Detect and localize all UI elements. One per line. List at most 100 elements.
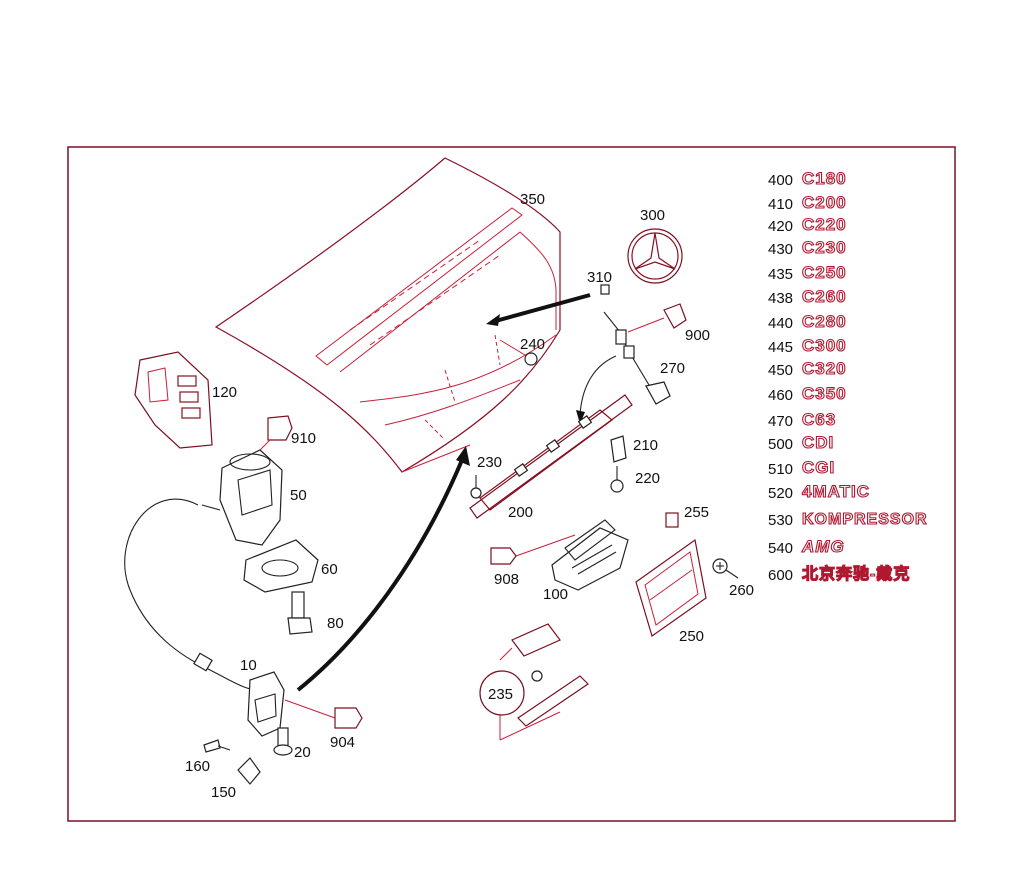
callout-160: 160 [185, 758, 210, 775]
grommet-240 [499, 339, 538, 366]
callout-200: 200 [508, 504, 533, 521]
callout-240: 240 [520, 336, 545, 353]
callout-900: 900 [685, 327, 710, 344]
badge-part-number: 438 [768, 290, 793, 307]
badge-part-number: 445 [768, 339, 793, 356]
badge-text: CGI [802, 458, 835, 477]
badge-text: C63 [802, 410, 836, 429]
badge-part-number: 510 [768, 461, 793, 478]
callout-120: 120 [212, 384, 237, 401]
connector-908 [490, 534, 576, 565]
badge-part-number: 420 [768, 218, 793, 235]
badge-row: 450 C320 [768, 358, 847, 379]
badge-part-number: 410 [768, 196, 793, 213]
badge-part-number: 540 [768, 540, 793, 557]
badge-text: C300 [802, 336, 847, 355]
callout-904: 904 [330, 734, 355, 751]
badge-row: 440 C280 [768, 311, 847, 332]
badge-text: C250 [802, 263, 847, 282]
callout-250: 250 [679, 628, 704, 645]
release-cable [124, 498, 259, 691]
kit-235 [479, 623, 589, 741]
switch-100 [551, 519, 629, 591]
badge-part-number: 520 [768, 485, 793, 502]
handle-bar-200 [469, 394, 633, 519]
badge-row: 470 C63 [768, 409, 836, 430]
badge-text: CDI [802, 433, 834, 452]
callout-908: 908 [494, 571, 519, 588]
handle-cover-60 [243, 539, 319, 593]
harness-270 [576, 303, 687, 424]
callout-10: 10 [240, 657, 257, 674]
badge-row: 420 C220 [768, 214, 847, 235]
screw-220 [610, 466, 624, 493]
badge-text: C320 [802, 359, 847, 378]
badge-text: C260 [802, 287, 847, 306]
callout-230: 230 [477, 454, 502, 471]
badge-part-number: 435 [768, 266, 793, 283]
badge-row: 500 CDI [768, 432, 834, 453]
star-emblem [627, 228, 683, 284]
connector-910 [259, 415, 293, 451]
badge-text: KOMPRESSOR [802, 511, 928, 528]
badge-part-number: 400 [768, 172, 793, 189]
cylinder-80 [287, 591, 313, 635]
badge-row: 540 AMG [768, 536, 845, 557]
badge-row: 400 C180 [768, 168, 847, 189]
screw-160 [203, 739, 231, 753]
badge-row: 435 C250 [768, 262, 847, 283]
badge-part-number: 470 [768, 413, 793, 430]
cover-120 [134, 351, 213, 449]
badge-part-number: 500 [768, 436, 793, 453]
diagram-frame [67, 146, 956, 822]
plate-150 [237, 757, 261, 785]
badge-text: C200 [802, 193, 847, 212]
lock-50 [201, 449, 283, 546]
callout-100: 100 [543, 586, 568, 603]
badge-part-number: 450 [768, 362, 793, 379]
plate-250 [635, 538, 707, 637]
screw-260 [712, 558, 739, 579]
badge-row: 445 C300 [768, 335, 847, 356]
badge-row: 410 C200 [768, 192, 847, 213]
callout-270: 270 [660, 360, 685, 377]
latch-10 [247, 671, 285, 737]
callout-80: 80 [327, 615, 344, 632]
clip-310 [486, 284, 610, 326]
badge-row: 510 CGI [768, 457, 835, 478]
callout-220: 220 [635, 470, 660, 487]
callout-910: 910 [291, 430, 316, 447]
badge-part-number: 460 [768, 387, 793, 404]
callout-350: 350 [520, 191, 545, 208]
badge-part-number: 600 [768, 567, 793, 584]
badge-text: 4MATIC [802, 482, 870, 501]
badge-text: C280 [802, 312, 847, 331]
bolt-20 [273, 727, 293, 756]
badge-text: C350 [802, 384, 847, 403]
badge-text: C180 [802, 169, 847, 188]
callout-150: 150 [211, 784, 236, 801]
badge-row: 530 KOMPRESSOR [768, 510, 928, 529]
callout-260: 260 [729, 582, 754, 599]
badge-row: 600 北京奔驰-戴克 [768, 563, 910, 584]
callout-300: 300 [640, 207, 665, 224]
badge-row: 438 C260 [768, 286, 847, 307]
callout-310: 310 [587, 269, 612, 286]
callout-20: 20 [294, 744, 311, 761]
callout-210: 210 [633, 437, 658, 454]
badge-row: 520 4MATIC [768, 481, 870, 502]
badge-part-number: 530 [768, 512, 793, 529]
badge-text: 北京奔驰-戴克 [802, 564, 910, 583]
badge-text: C220 [802, 215, 847, 234]
nut-255 [665, 512, 679, 528]
badge-part-number: 430 [768, 241, 793, 258]
badge-part-number: 440 [768, 315, 793, 332]
clip-210 [610, 435, 627, 463]
badge-text: AMG [801, 537, 845, 556]
badge-row: 460 C350 [768, 383, 847, 404]
callout-235: 235 [488, 686, 513, 703]
callout-60: 60 [321, 561, 338, 578]
assembly-arrow [296, 446, 470, 692]
